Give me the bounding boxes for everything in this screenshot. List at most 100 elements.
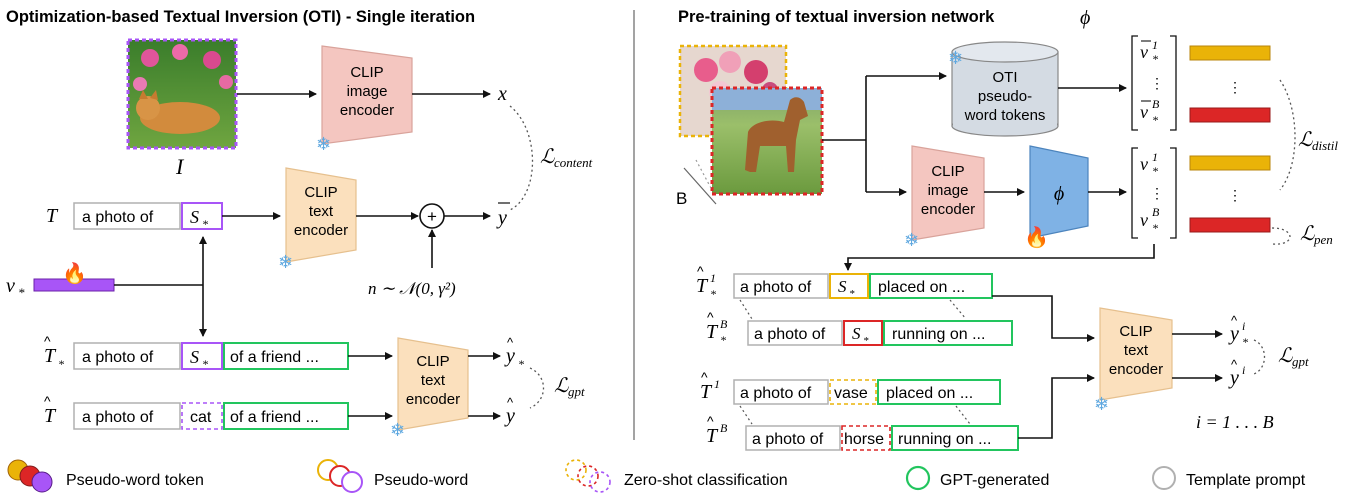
v-star-sub: * [18, 285, 25, 300]
svg-text:encoder: encoder [921, 201, 975, 218]
loss-gpt-link-left [529, 367, 545, 409]
svg-text:text: text [309, 203, 334, 220]
t-b-sup: B [720, 421, 728, 435]
loss-gpt-sub-right: gpt [1292, 354, 1309, 369]
t-star-sub: * [58, 357, 64, 371]
pseudo-token-star-2: * [202, 357, 208, 371]
t-star-1-sub: * [710, 287, 716, 301]
template-box-c1 [733, 379, 829, 405]
snowflake-icon: ❄ [904, 230, 919, 250]
pseudo-token-r1-star: * [849, 288, 855, 300]
template-box-cb [745, 425, 841, 451]
t-b-label: T [706, 425, 719, 447]
class-word-horse: horse [844, 431, 884, 448]
loss-distil-link [1279, 79, 1296, 191]
pseudo-token-rb-star: * [863, 335, 869, 347]
svg-text:*: * [1152, 164, 1158, 178]
svg-text:v: v [1140, 154, 1148, 174]
legend-pseudo-word-token: Pseudo-word token [7, 459, 204, 493]
gpt-text-r1: placed on ... [878, 279, 965, 296]
row-connector-dots [955, 405, 971, 425]
loss-pen-sub: pen [1313, 232, 1333, 247]
svg-text:encoder: encoder [294, 222, 348, 239]
gpt-box-c1 [877, 379, 1001, 405]
y-star-hat: y [504, 345, 515, 367]
svg-text:⋮: ⋮ [1150, 75, 1164, 91]
row-connector-dots [739, 405, 753, 425]
svg-text:CLIP: CLIP [350, 64, 383, 81]
svg-text:CLIP: CLIP [416, 353, 449, 370]
t-b-hat: ^ [707, 413, 714, 429]
loss-distil-L: ℒ [1298, 129, 1313, 151]
svg-text:*: * [1152, 221, 1158, 235]
template-text-t-hat: a photo of [82, 409, 154, 426]
loss-content-link [509, 105, 534, 211]
snowflake-icon: ❄ [390, 420, 405, 440]
batch-dots [695, 159, 713, 191]
loss-gpt-link-right [1253, 339, 1266, 375]
template-text-t-star: a photo of [82, 349, 154, 366]
snowflake-icon: ❄ [1094, 394, 1109, 414]
loss-gpt-sub-left: gpt [568, 384, 585, 399]
template-box-t [73, 202, 181, 230]
pseudo-token-box-r1 [829, 273, 869, 299]
snowflake-icon: ❄ [316, 134, 331, 154]
v-star-label: v [6, 275, 15, 297]
svg-text:text: text [421, 372, 446, 389]
y-star-sub: * [518, 357, 524, 371]
gpt-text-rb: running on ... [892, 326, 985, 343]
t-star-1-hat: ^ [697, 263, 704, 279]
batch-label: B [676, 189, 687, 208]
pseudo-token-star: * [202, 217, 208, 231]
class-box-vase [829, 379, 877, 405]
class-box-cat [181, 402, 223, 430]
loss-content-L: ℒ [540, 146, 555, 168]
t-1-sup: 1 [714, 377, 720, 391]
svg-text:image: image [347, 83, 388, 100]
svg-text:B: B [1152, 205, 1160, 219]
svg-text:1: 1 [1152, 38, 1158, 52]
flame-icon: 🔥 [1024, 225, 1049, 249]
svg-text:v: v [1140, 102, 1148, 122]
svg-text:CLIP: CLIP [304, 184, 337, 201]
gpt-text-cb: running on ... [898, 431, 991, 448]
t-1-hat: ^ [701, 369, 708, 385]
loss-content-sub: content [554, 155, 593, 170]
svg-text:v: v [1140, 42, 1148, 62]
template-text-r1: a photo of [740, 279, 812, 296]
embedding-bar-red-top [1189, 107, 1271, 123]
batch-brace [683, 167, 717, 205]
embedding-bar-yellow-top [1189, 45, 1271, 61]
y-i: y [1228, 367, 1239, 389]
template-text-c1: a photo of [740, 385, 812, 402]
t-star-b-sub: * [720, 333, 726, 347]
class-box-horse [841, 425, 891, 451]
template-box-r1 [733, 273, 829, 299]
t-star-label: T [44, 345, 57, 367]
legend-gpt-generated: GPT-generated [905, 465, 1049, 491]
svg-text:image: image [928, 182, 969, 199]
template-label-T: T [46, 205, 59, 227]
image-label-I: I [175, 154, 185, 179]
svg-text:encoder: encoder [1109, 361, 1163, 378]
right-title: Pre-training of textual inversion networ… [678, 8, 995, 26]
clip-text-encoder-right: CLIP text encoder [1099, 307, 1173, 401]
loss-distil-sub: distil [1312, 138, 1338, 153]
pseudo-token-box-rb [843, 320, 883, 346]
t-hat-label: T [44, 405, 57, 427]
t-star-b-label: T [706, 321, 719, 343]
svg-text:GPT-generated: GPT-generated [940, 472, 1049, 489]
output-x: x [497, 83, 507, 105]
ellipsis-dots: ⋮ [1228, 187, 1242, 203]
t-hat-accent: ^ [44, 393, 51, 409]
horse-image [710, 86, 824, 196]
svg-text:⋮: ⋮ [1150, 185, 1164, 201]
y-star-i-sup: i [1242, 319, 1245, 333]
class-word-cat: cat [190, 409, 212, 426]
loss-pen-L: ℒ [1300, 223, 1315, 245]
plus-sign: + [427, 207, 437, 226]
y-star-i: y [1228, 323, 1239, 345]
left-title: Optimization-based Textual Inversion (OT… [6, 8, 475, 26]
loss-gpt-L-left: ℒ [554, 375, 569, 397]
t-star-1-label: T [696, 275, 709, 297]
